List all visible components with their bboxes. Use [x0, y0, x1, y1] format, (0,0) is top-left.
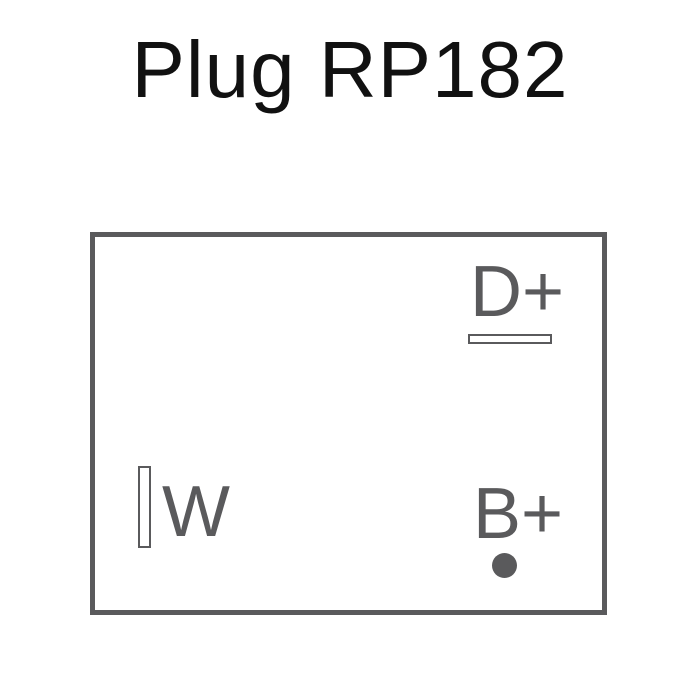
w-terminal-blade [138, 466, 151, 548]
diagram-title: Plug RP182 [131, 25, 569, 114]
pin-label-w: W [162, 472, 232, 552]
b-plus-terminal-stud [492, 553, 517, 578]
pin-label-b-plus: B+ [473, 474, 564, 554]
d-plus-terminal-blade [468, 334, 552, 344]
plug-outline [90, 232, 607, 615]
pin-label-d-plus: D+ [470, 252, 565, 332]
